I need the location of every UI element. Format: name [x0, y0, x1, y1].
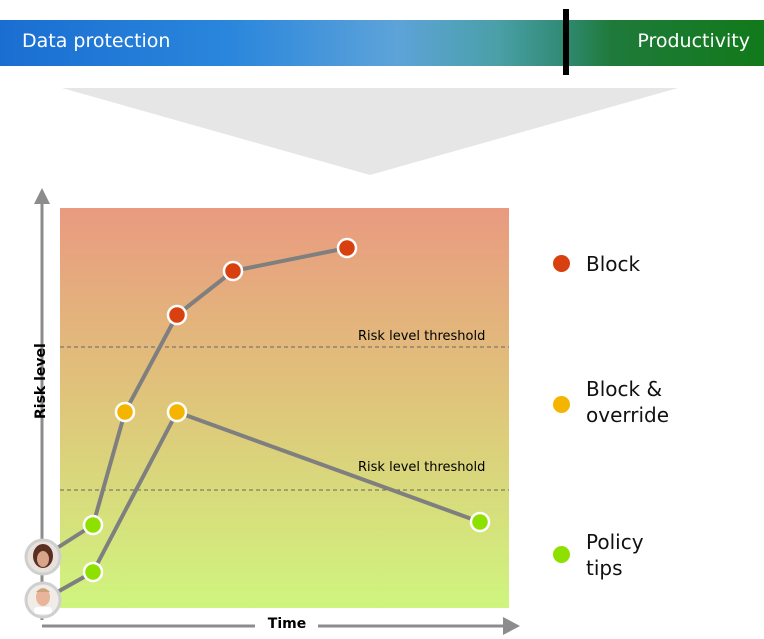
- risk-gradient-area: [60, 208, 509, 608]
- man-avatar-icon: [24, 581, 62, 619]
- y-axis-label: Risk level: [33, 343, 49, 419]
- productivity-label: Productivity: [637, 30, 750, 52]
- legend-override-dot: [553, 396, 570, 413]
- threshold-label-lower: Risk level threshold: [358, 460, 486, 475]
- balance-slider-marker[interactable]: [563, 9, 569, 75]
- point-block: [336, 237, 358, 259]
- point-tip: [82, 561, 104, 583]
- legend-block-label: Block: [586, 252, 641, 276]
- data-protection-label: Data protection: [22, 30, 171, 52]
- legend-override-label: Block & override: [586, 377, 670, 427]
- legend-tips-dot: [553, 546, 570, 563]
- funnel-shape: [62, 88, 678, 175]
- protection-productivity-bar: Data protection Productivity: [0, 20, 764, 66]
- point-block: [222, 260, 244, 282]
- point-override: [166, 401, 188, 423]
- point-block: [166, 304, 188, 326]
- legend-tips-label: Policy tips: [586, 530, 644, 580]
- y-axis-arrow: [34, 188, 50, 204]
- point-tip: [82, 514, 104, 536]
- legend-block-dot: [553, 255, 570, 272]
- point-override: [114, 401, 136, 423]
- x-axis-arrow: [503, 617, 520, 635]
- x-axis-label: Time: [267, 616, 307, 632]
- threshold-label-upper: Risk level threshold: [358, 329, 486, 344]
- point-tip: [469, 511, 491, 533]
- woman-avatar-icon: [24, 538, 62, 576]
- user-path-2: [42, 410, 481, 602]
